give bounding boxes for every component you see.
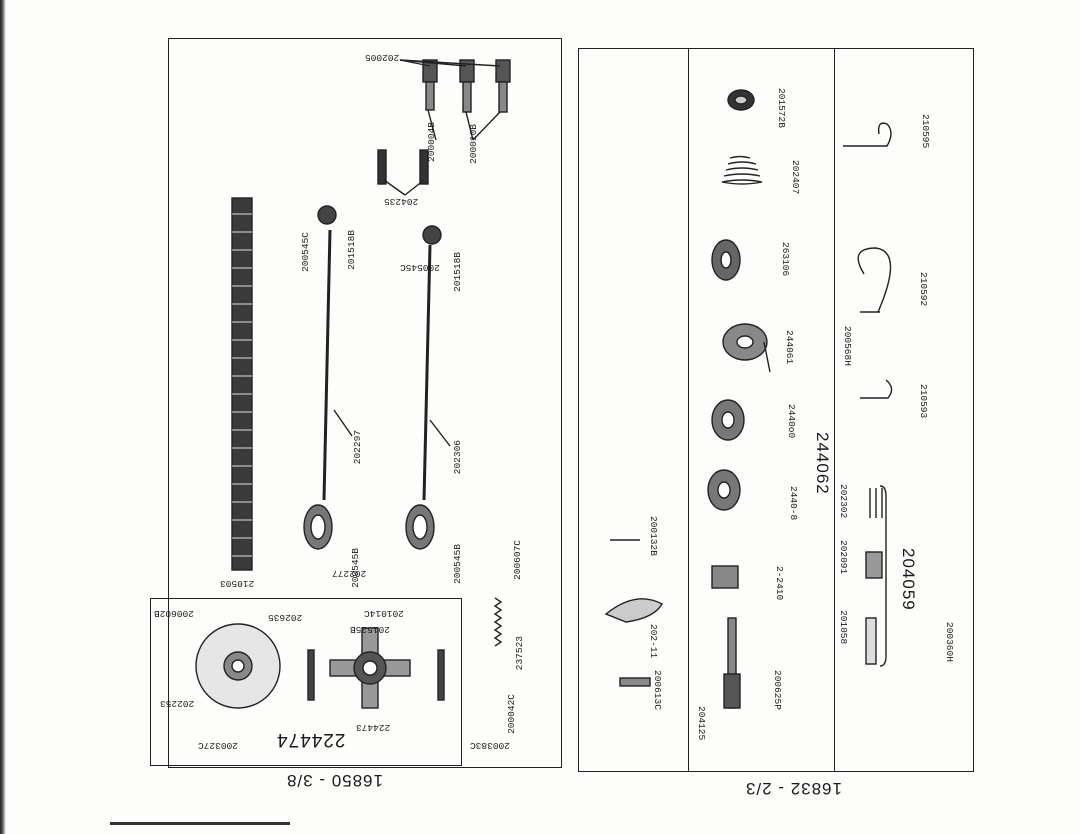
left-sheet-inset-224474 — [150, 598, 462, 766]
right-sheet-column-divider-b — [834, 48, 835, 772]
part-label-202411: 202-11 — [648, 624, 659, 659]
spring-210593-drawing — [860, 379, 893, 399]
part-label-202277: 202277 — [332, 568, 367, 579]
right-sheet-frame — [578, 48, 974, 772]
assembly-number-224474: 224474 — [276, 729, 346, 750]
part-label-202302: 202302 — [838, 484, 849, 519]
part-label-202297: 202297 — [352, 430, 363, 465]
rod-202297-drawing — [303, 205, 337, 550]
pins-204235-drawing — [377, 149, 429, 185]
bushing-201572B-drawing — [727, 89, 755, 111]
part-label-200327C: 200327C — [198, 740, 238, 751]
part-label-224473: 224473 — [356, 722, 391, 733]
part-label-210595: 210595 — [920, 114, 931, 149]
part-label-244060: 2440o0 — [786, 404, 797, 439]
part-label-200602B: 200602B — [154, 608, 194, 619]
part-label-201058: 201058 — [838, 610, 849, 645]
part-label-202306: 202306 — [452, 440, 463, 475]
right-sheet-number: 16832 - 2/3 — [745, 779, 843, 798]
rod-202306-drawing — [405, 225, 442, 550]
screw-200010B-drawing — [459, 59, 511, 113]
gear-202253-drawing — [195, 623, 281, 709]
screw-200004B-drawing — [422, 59, 438, 111]
bracket-204059-drawing — [879, 485, 887, 667]
right-sheet-drawings — [604, 89, 893, 709]
scan-left-edge-shadow — [0, 0, 6, 834]
chain-210503-drawing — [231, 197, 253, 571]
part-label-200607C: 200607C — [512, 540, 523, 580]
spring-210595-drawing — [843, 122, 892, 147]
part-label-202407: 202407 — [790, 160, 801, 195]
part-label-202253: 202253 — [160, 698, 195, 709]
part-label-244061: 244061 — [784, 330, 795, 365]
right-sheet-column-divider-a — [688, 48, 689, 772]
part-label-202635: 202635 — [268, 612, 303, 623]
assembly-number-204059: 204059 — [899, 548, 918, 611]
part-label-200004B: 200004B — [426, 122, 437, 162]
part-label-237523: 237523 — [514, 636, 525, 671]
left-sheet-number: 16850 - 3/8 — [286, 771, 384, 790]
part-label-202005: 202005 — [365, 52, 400, 63]
screw-200613C-drawing — [619, 677, 651, 687]
assembly-number-244062: 244062 — [813, 432, 832, 495]
part-label-200545C-b: 200545C — [400, 262, 440, 273]
scan-bottom-edge-shadow — [110, 822, 290, 825]
part-label-200545C-a: 200545C — [300, 232, 311, 272]
left-sheet-frame — [168, 38, 562, 768]
disc-244058-drawing — [707, 469, 741, 511]
part-label-201572B: 201572B — [776, 88, 787, 128]
spring-237523-drawing — [493, 597, 503, 647]
cross-hub-224473-drawing — [307, 627, 445, 709]
cam-244061-drawing — [722, 323, 771, 373]
part-label-2410: 2-2410 — [774, 566, 785, 601]
part-label-200042C: 200042C — [506, 694, 517, 734]
part-label-201518B-a: 201518B — [346, 230, 357, 270]
spring-202302-drawing — [869, 488, 883, 518]
shaft-200625-drawing — [723, 617, 741, 709]
sleeve-2410-drawing — [711, 565, 739, 589]
clip-202411-drawing — [604, 598, 663, 623]
part-label-201525B: 201525B — [350, 624, 390, 635]
pin-201058-drawing — [865, 617, 877, 665]
part-label-200010B: 200010B — [468, 124, 479, 164]
left-sheet-drawings — [195, 59, 511, 709]
washer-263106-drawing — [711, 239, 741, 281]
part-label-244058: 2440-8 — [788, 486, 799, 521]
part-label-201014C: 201014C — [364, 608, 404, 619]
spring-202407-drawing — [721, 155, 763, 185]
part-label-200132B: 200132B — [648, 516, 659, 556]
part-label-200383C: 200383C — [470, 740, 510, 751]
part-label-200568H: 200568H — [842, 326, 853, 366]
part-label-210592: 210592 — [918, 272, 929, 307]
disc-244060-drawing — [711, 399, 745, 441]
part-label-200360H: 200360H — [944, 622, 955, 662]
part-label-202091: 202091 — [838, 540, 849, 575]
part-label-204125: 204125 — [696, 706, 707, 741]
part-label-200545B-b: 200545B — [452, 544, 463, 584]
part-label-210503: 210503 — [220, 578, 255, 589]
part-label-210593: 210593 — [918, 384, 929, 419]
spring-210592-drawing — [857, 247, 892, 313]
part-label-204235: 204235 — [384, 196, 419, 207]
part-label-263106: 263106 — [780, 242, 791, 277]
part-label-200625: 200625P — [772, 670, 783, 710]
part-label-200613C: 200613C — [652, 670, 663, 710]
part-label-201518B-b: 201518B — [452, 252, 463, 292]
roller-202091-drawing — [865, 551, 883, 579]
